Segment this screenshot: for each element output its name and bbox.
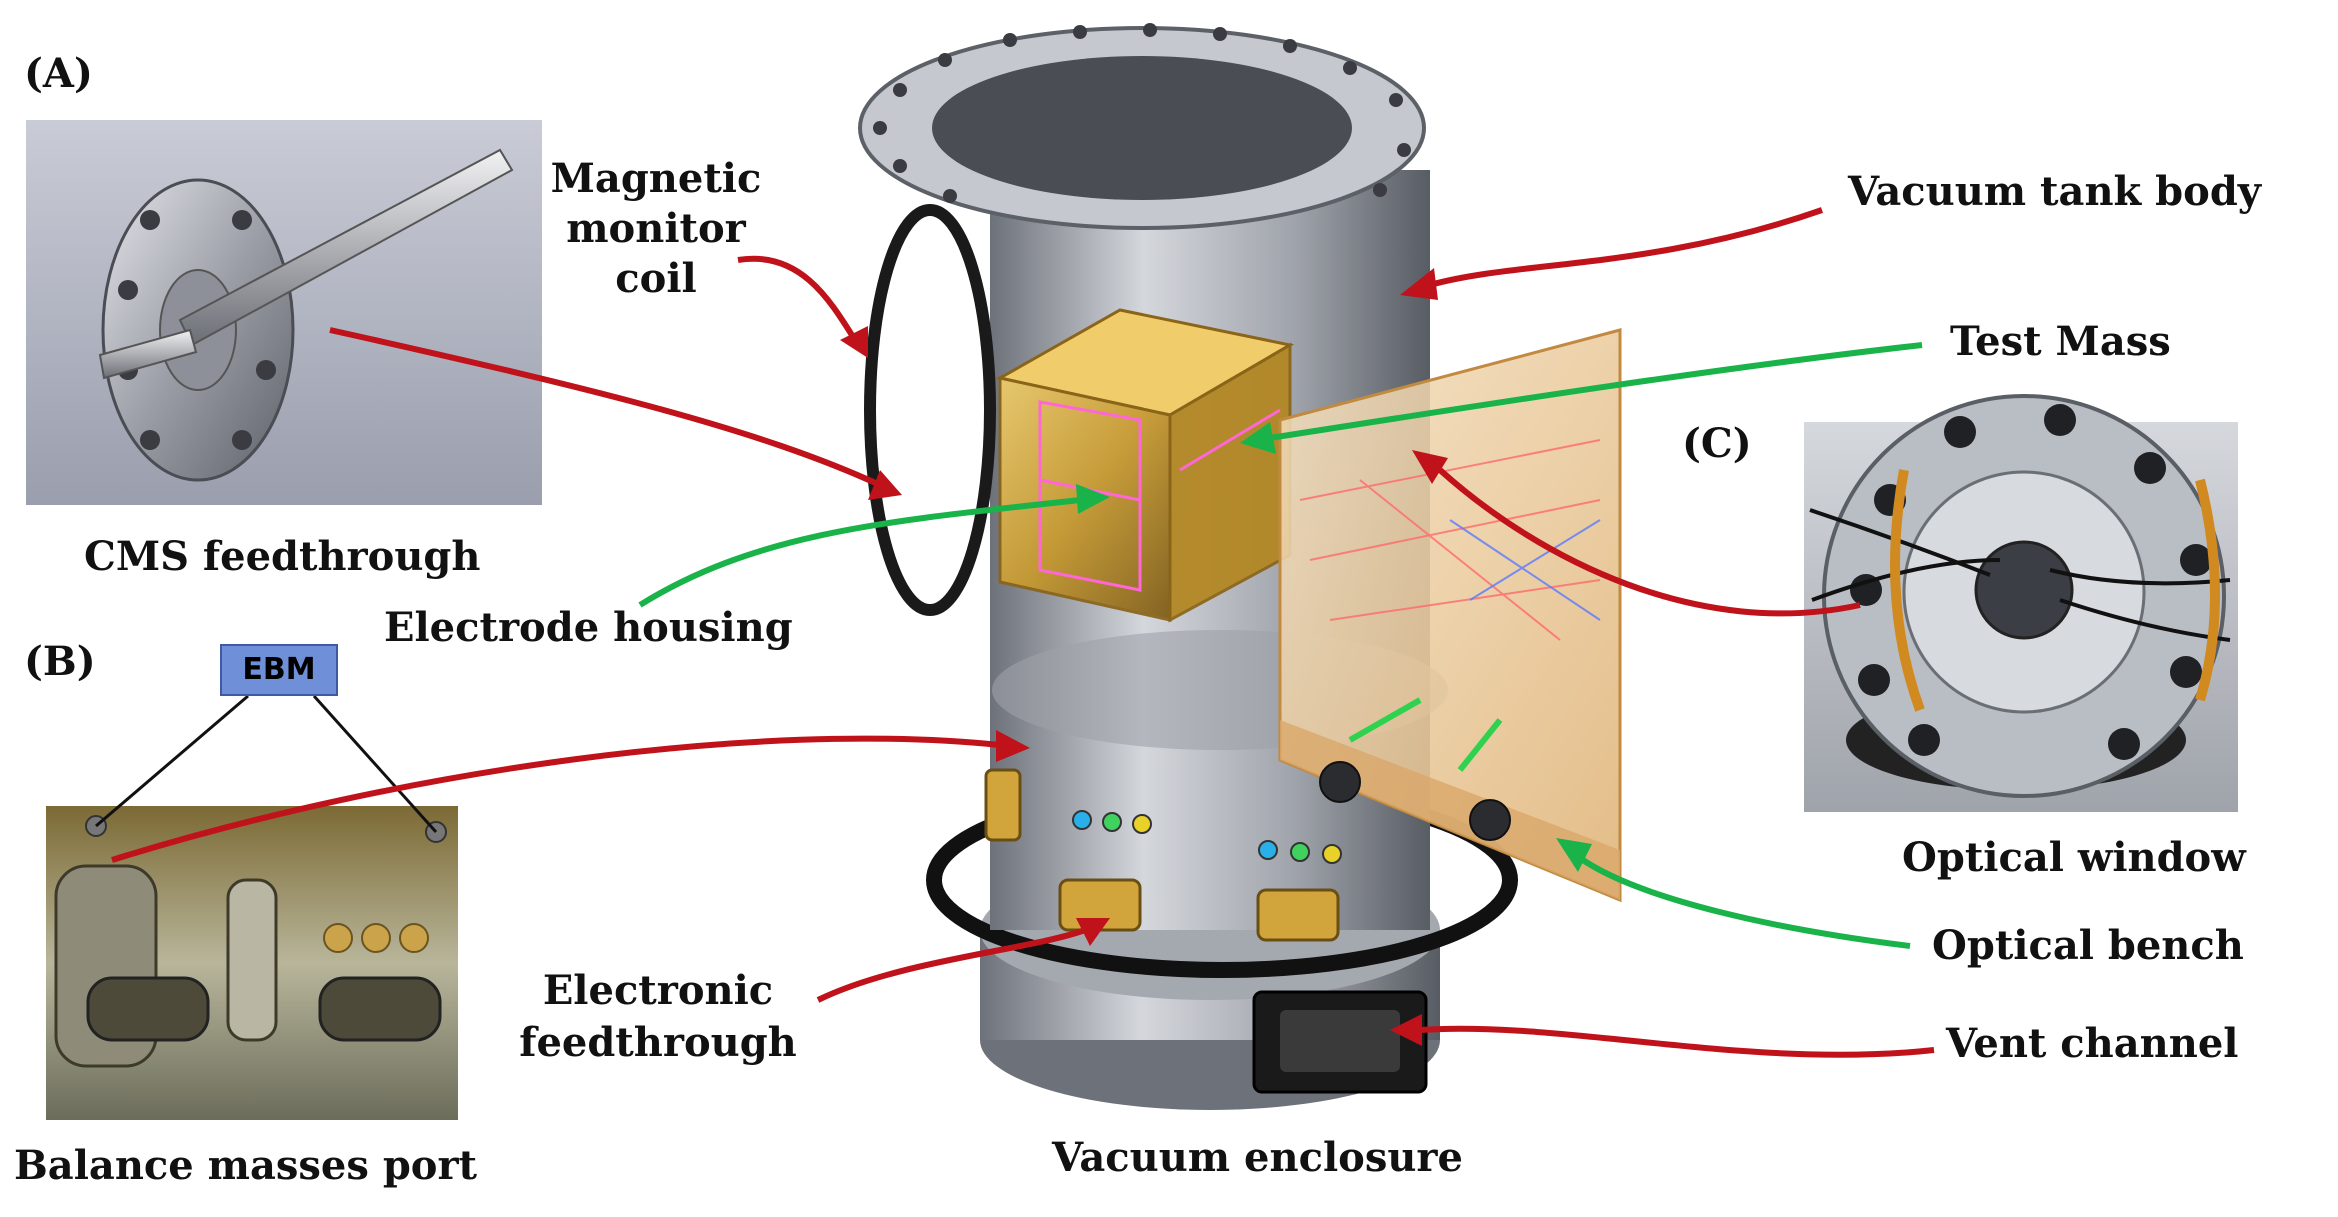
label-balance-masses-port: Balance masses port xyxy=(14,1142,478,1189)
label-test-mass: Test Mass xyxy=(1950,318,2171,365)
label-electronic-feedthrough: Electronic feedthrough xyxy=(519,967,797,1066)
photo-cms-feedthrough xyxy=(26,120,542,505)
arrow-cms-feedthrough xyxy=(329,327,902,500)
arrow-balance-masses-port xyxy=(111,730,1030,863)
panel-label-b: (B) xyxy=(24,638,96,685)
arrow-vent-channel xyxy=(1390,1014,1935,1058)
label-optical-window: Optical window xyxy=(1902,834,2246,881)
vacuum-enclosure-render xyxy=(858,23,1622,1110)
label-vacuum-enclosure: Vacuum enclosure xyxy=(1052,1134,1463,1181)
photo-balance-masses-port xyxy=(46,694,458,1120)
arrow-vacuum-tank-body xyxy=(1400,207,1823,300)
label-electrode-housing: Electrode housing xyxy=(384,604,793,651)
arrow-optical-window xyxy=(1412,450,1861,617)
panel-label-c: (C) xyxy=(1682,420,1752,467)
ebm-label: EBM xyxy=(220,644,338,696)
label-vacuum-tank-body: Vacuum tank body xyxy=(1848,168,2262,215)
label-vent-channel: Vent channel xyxy=(1946,1020,2239,1067)
arrow-optical-bench xyxy=(1556,838,1911,949)
label-cms-feedthrough: CMS feedthrough xyxy=(84,533,481,580)
arrow-electronic-feedthrough xyxy=(816,918,1110,1003)
arrow-electrode-housing xyxy=(638,484,1110,608)
label-magnetic-monitor-coil: Magnetic monitor coil xyxy=(550,155,762,302)
label-optical-bench: Optical bench xyxy=(1932,922,2244,969)
arrow-magnetic-monitor-coil xyxy=(737,255,868,358)
arrow-test-mass xyxy=(1240,342,1923,454)
panel-label-a: (A) xyxy=(24,50,93,97)
photo-optical-window xyxy=(1804,394,2238,812)
